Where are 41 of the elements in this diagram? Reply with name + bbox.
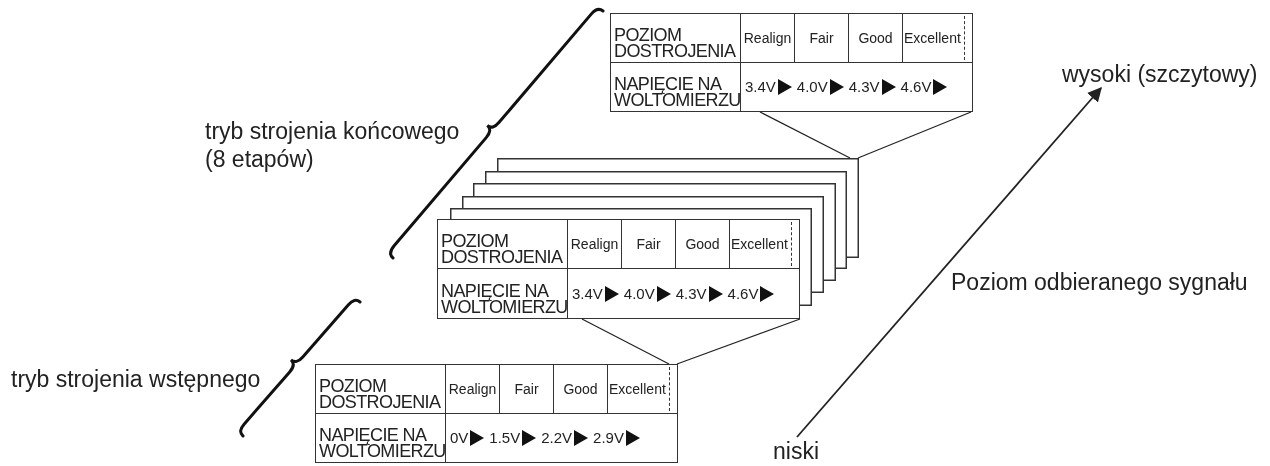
voltage-value: 0V: [450, 429, 469, 447]
mode-label: tryb strojenia końcowego (8 etapów): [205, 117, 461, 173]
level-label: Fair: [622, 220, 676, 269]
mode-label: tryb strojenia wstępnego: [11, 365, 261, 393]
row-header: POZIOM DOSTROJENIA: [316, 365, 446, 414]
level-label: Excellent: [903, 14, 972, 63]
row-header: POZIOM DOSTROJENIA: [438, 220, 568, 269]
connector-line: [857, 111, 972, 159]
voltage-value: 3.4V: [572, 285, 603, 302]
level-label: Good: [676, 220, 730, 269]
end-label: niski: [773, 437, 819, 465]
voltage-value: 4.6V: [727, 285, 759, 302]
level-label: Realign: [568, 220, 622, 269]
level-label: Realign: [741, 14, 795, 63]
voltage-value: 4.3V: [848, 78, 880, 96]
tuning-table: [315, 364, 678, 463]
row-header: NAPIĘCIE NA WOLTOMIERZU: [316, 413, 446, 462]
level-label: Good: [849, 14, 903, 63]
voltage-value: 3.4V: [745, 78, 776, 96]
voltage-value: 4.0V: [796, 78, 828, 96]
row-header: POZIOM DOSTROJENIA: [611, 14, 741, 63]
end-label: wysoki (szczytowy): [1062, 60, 1258, 88]
voltage-value: 4.0V: [623, 285, 655, 302]
connector-line: [581, 318, 670, 365]
connector-line: [759, 111, 851, 159]
level-label: Fair: [500, 365, 554, 414]
level-label: Good: [554, 365, 608, 414]
voltage-value: 1.5V: [489, 429, 521, 447]
arrow: [796, 86, 1102, 438]
voltage-value: 2.9V: [593, 429, 624, 447]
voltage-value: 4.3V: [675, 285, 707, 302]
level-label: Excellent: [608, 365, 677, 414]
level-label: Realign: [446, 365, 500, 414]
voltage-value: 4.6V: [900, 78, 932, 96]
level-label: Excellent: [730, 220, 799, 269]
row-header: NAPIĘCIE NA WOLTOMIERZU: [611, 62, 741, 111]
tuning-table: [610, 13, 973, 112]
voltage-value: 2.2V: [541, 429, 573, 447]
row-header: NAPIĘCIE NA WOLTOMIERZU: [438, 269, 568, 318]
connector-line: [676, 318, 801, 365]
level-label: Fair: [795, 14, 849, 63]
